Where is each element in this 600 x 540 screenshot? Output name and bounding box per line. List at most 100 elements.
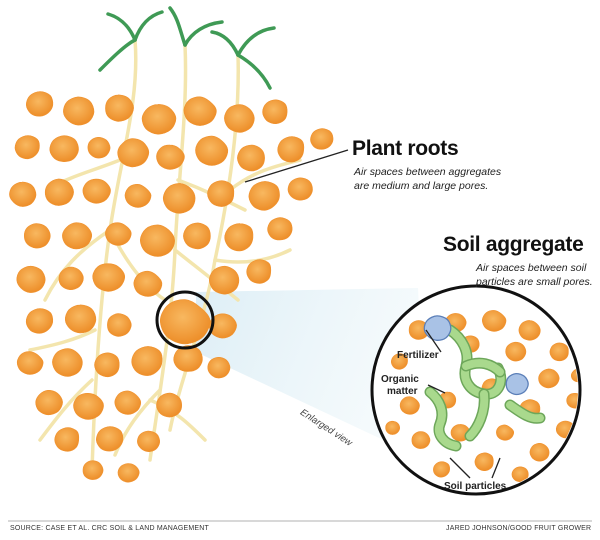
enlarged-soil-aggregate	[385, 310, 578, 483]
root-strand	[38, 378, 94, 442]
footer-source: SOURCE: CASE ET AL. CRC SOIL & LAND MANA…	[10, 525, 210, 532]
soil-aggregate-blob	[310, 128, 334, 150]
plant-sprouts	[98, 6, 276, 90]
plant-roots-description-line2: are medium and large pores.	[354, 180, 489, 192]
soil-aggregate-blob	[16, 351, 44, 375]
soil-aggregate-blob	[262, 99, 288, 125]
soil-particle	[570, 368, 578, 383]
plant-roots-leader	[244, 149, 349, 183]
organic-matter-strand	[462, 359, 504, 376]
fertilizer-leader	[425, 329, 442, 353]
soil-aggregate-blob	[35, 389, 63, 416]
soil-aggregate-title: Soil aggregate	[443, 233, 584, 256]
soil-aggregate-blob	[117, 463, 140, 483]
soil-particle	[549, 342, 569, 362]
fertilizer-granule	[423, 315, 452, 341]
footer-credit: JARED JOHNSON/GOOD FRUIT GROWER	[446, 525, 592, 532]
soil-aggregate-blob	[162, 183, 196, 214]
soil-particle	[496, 424, 515, 441]
soil-aggregate-blob	[82, 178, 111, 204]
plant-roots-title: Plant roots	[352, 137, 459, 160]
soil-aggregate-blob	[207, 356, 231, 379]
soil-particle	[529, 442, 550, 462]
organic-matter-strand	[466, 390, 489, 440]
soil-particle	[538, 368, 560, 389]
soil-particle	[481, 310, 507, 332]
soil-aggregate-blob	[87, 136, 111, 159]
soil-aggregate-blob	[224, 223, 254, 252]
soil-particle	[411, 431, 431, 449]
soil-aggregate-blob	[16, 265, 46, 293]
soil-aggregate-blob	[114, 390, 142, 415]
soil-aggregate-blob	[23, 223, 51, 249]
organic-matter-label-line2: matter	[387, 386, 418, 397]
soil-aggregate-blob	[246, 259, 272, 284]
soil-particle	[518, 320, 541, 341]
magnifier-circle	[155, 290, 215, 350]
soil-aggregate-blob	[105, 94, 134, 122]
soil-aggregate-blob	[73, 392, 104, 420]
soil-aggregate-blob	[82, 460, 104, 480]
soil-aggregate-blob	[287, 177, 313, 201]
soil-aggregate-blob	[52, 348, 83, 377]
soil-aggregate-blob	[156, 144, 185, 170]
soil-aggregate-blob	[92, 263, 126, 292]
enlarged-view-circle	[370, 284, 582, 496]
soil-aggregate-blob	[141, 104, 177, 135]
sprout-leaf	[168, 6, 187, 47]
soil-aggregate-blob	[156, 392, 183, 418]
sprout-leaf	[210, 30, 240, 57]
sprout-leaf	[236, 53, 272, 90]
soil-aggregates	[9, 91, 334, 483]
soil-aggregate-blob	[44, 178, 74, 206]
organic-matter-strand	[446, 326, 505, 399]
soil-aggregate-blob	[62, 222, 93, 250]
soil-aggregate-blob	[105, 222, 132, 246]
plant-roots-description-line1: Air spaces between aggregates	[354, 166, 502, 178]
soil-aggregate-blob	[64, 304, 97, 334]
root-strand	[213, 248, 292, 264]
soil-particle	[385, 420, 401, 435]
soil-aggregate-blob	[25, 308, 54, 334]
soil-particle	[433, 461, 450, 478]
organic-matter-label-line1: Organic	[381, 374, 419, 385]
soil-aggregate-blob	[207, 180, 235, 207]
soil-aggregate-blob	[9, 181, 37, 207]
soil-aggregate-blob	[137, 430, 161, 452]
soil-particle	[399, 396, 420, 415]
soil-aggregate-blob	[124, 183, 152, 208]
soil-particle	[505, 341, 527, 362]
soil-aggregate-blob	[267, 217, 293, 241]
soil-particle	[474, 452, 494, 472]
soil-aggregate-blob	[117, 138, 150, 168]
root-strand	[173, 248, 240, 302]
soil-aggregate-blob	[195, 135, 229, 166]
organic-matter-strand	[506, 401, 544, 423]
root-strand	[28, 328, 97, 352]
fertilizer-label: Fertilizer	[397, 350, 439, 361]
organic-matter-strand	[426, 388, 460, 450]
soil-aggregate-description-line1: Air spaces between soil	[476, 262, 587, 274]
leader-lines	[244, 149, 501, 479]
soil-aggregate-blob	[277, 136, 305, 163]
soil-particles-leader-b	[491, 457, 501, 479]
soil-particle	[390, 353, 408, 370]
soil-aggregate-blob	[133, 270, 163, 297]
soil-aggregate-blob	[139, 224, 175, 257]
soil-aggregate-blob	[237, 144, 265, 172]
organic-matter-leader	[427, 384, 446, 394]
soil-aggregate-blob	[131, 346, 163, 376]
soil-aggregate-blob	[208, 265, 240, 295]
soil-aggregate-blob	[58, 266, 84, 291]
soil-aggregate-blob	[173, 345, 203, 372]
soil-particles-label: Soil particles	[444, 481, 507, 492]
root-strand	[43, 228, 112, 302]
soil-aggregate-blob	[159, 299, 211, 345]
sprout-leaf	[183, 20, 224, 47]
sprout-leaf	[133, 10, 164, 42]
soil-particle	[566, 392, 578, 409]
soil-aggregate-blob	[25, 91, 54, 117]
soil-aggregate-blob	[49, 135, 79, 163]
soil-aggregate-blob	[14, 135, 40, 160]
